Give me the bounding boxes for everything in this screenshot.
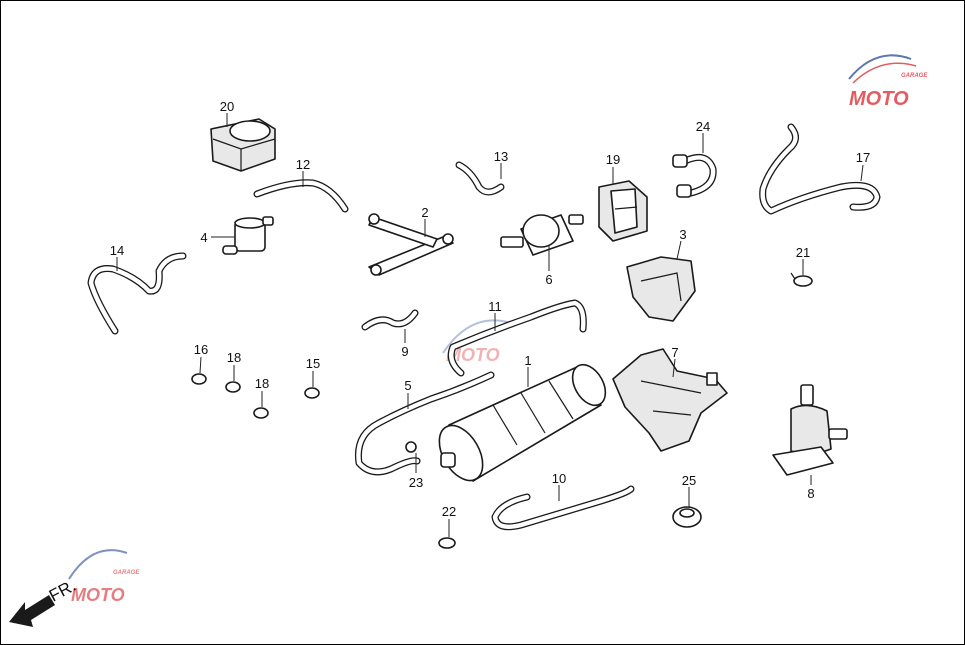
svg-text:25: 25	[682, 473, 696, 488]
part-17-pipe	[759, 123, 881, 215]
svg-text:18: 18	[227, 350, 241, 365]
callout-25: 25	[682, 473, 696, 507]
callout-19: 19	[606, 152, 620, 185]
svg-text:9: 9	[401, 344, 408, 359]
callout-7: 7	[671, 345, 679, 378]
callout-4: 4	[200, 230, 235, 245]
callout-12: 12	[296, 157, 310, 187]
svg-text:13: 13	[494, 149, 508, 164]
callout-9: 9	[401, 329, 409, 359]
part-4-valve	[222, 216, 274, 255]
part-12-tube	[253, 179, 349, 213]
svg-text:17: 17	[856, 150, 870, 165]
callout-22: 22	[442, 504, 456, 537]
svg-text:12: 12	[296, 157, 310, 172]
watermark-text-bottom: MOTO	[71, 585, 125, 605]
callout-20: 20	[220, 99, 234, 127]
part-20-holder	[210, 118, 276, 172]
callout-13: 13	[494, 149, 508, 179]
part-25-grommet	[672, 506, 702, 528]
svg-text:4: 4	[200, 230, 207, 245]
svg-text:18: 18	[255, 376, 269, 391]
svg-text:6: 6	[545, 272, 552, 287]
callout-15: 15	[306, 356, 320, 387]
svg-text:1: 1	[524, 353, 531, 368]
part-5-hose	[354, 371, 495, 476]
part-1-canister	[438, 363, 607, 482]
watermark-subtext-bottom: GARAGE	[113, 570, 140, 576]
part-22-clip	[438, 537, 456, 549]
svg-text:22: 22	[442, 504, 456, 519]
svg-text:5: 5	[404, 378, 411, 393]
svg-text:14: 14	[110, 243, 124, 258]
callout-14: 14	[110, 243, 124, 271]
svg-text:2: 2	[421, 205, 428, 220]
callout-10: 10	[552, 471, 566, 501]
callout-2: 2	[421, 205, 429, 237]
callout-5: 5	[404, 378, 412, 409]
svg-text:21: 21	[796, 245, 810, 260]
part-7-bracket	[612, 348, 728, 452]
part-3-cover	[626, 256, 696, 322]
callout-23: 23	[409, 453, 423, 490]
svg-text:24: 24	[696, 119, 710, 134]
callout-21: 21	[796, 245, 810, 275]
callout-17: 17	[856, 150, 870, 182]
arrow-icon	[9, 595, 55, 627]
front-direction-arrow: FR.	[9, 576, 79, 627]
watermark-subtext-top: GARAGE	[901, 73, 928, 79]
part-10-pipe	[491, 485, 635, 531]
part-23-clamp	[405, 441, 417, 453]
svg-text:8: 8	[807, 486, 814, 501]
part-13-tube	[455, 161, 505, 196]
watermark-text-center: MOTO	[446, 345, 500, 365]
callout-18a: 18	[227, 350, 241, 381]
callout-24: 24	[696, 119, 710, 153]
part-18-clip-a	[225, 381, 241, 393]
part-11-hose	[447, 299, 587, 377]
callout-16: 16	[194, 342, 208, 374]
watermark-logo-bottom: MOTO GARAGE	[68, 549, 140, 605]
svg-text:7: 7	[671, 345, 678, 360]
part-21-clip	[790, 272, 813, 287]
callout-3: 3	[676, 227, 687, 260]
svg-text:23: 23	[409, 475, 423, 490]
svg-text:11: 11	[488, 299, 502, 314]
part-16-clip	[191, 373, 207, 385]
svg-text:19: 19	[606, 152, 620, 167]
callout-1: 1	[524, 353, 532, 387]
watermark-logo-center: MOTO	[442, 319, 512, 365]
svg-text:20: 20	[220, 99, 234, 114]
part-2-bracket	[368, 213, 454, 276]
callout-6: 6	[545, 245, 553, 287]
callout-8: 8	[807, 475, 815, 501]
svg-text:15: 15	[306, 356, 320, 371]
part-15-clip	[304, 387, 320, 399]
svg-text:16: 16	[194, 342, 208, 357]
svg-text:10: 10	[552, 471, 566, 486]
callout-11: 11	[488, 299, 502, 331]
watermark-text-top: MOTO	[849, 88, 909, 110]
part-8-pump	[772, 384, 848, 476]
part-19-mount	[598, 180, 648, 242]
part-24-hose	[672, 153, 717, 198]
svg-text:3: 3	[679, 227, 686, 242]
part-18-clip-b	[253, 407, 269, 419]
callout-18b: 18	[255, 376, 269, 407]
watermark-logo-top: MOTO GARAGE	[848, 54, 928, 110]
part-6-filter	[500, 214, 584, 256]
part-14-hose	[87, 252, 187, 335]
part-9-hose	[361, 309, 419, 331]
